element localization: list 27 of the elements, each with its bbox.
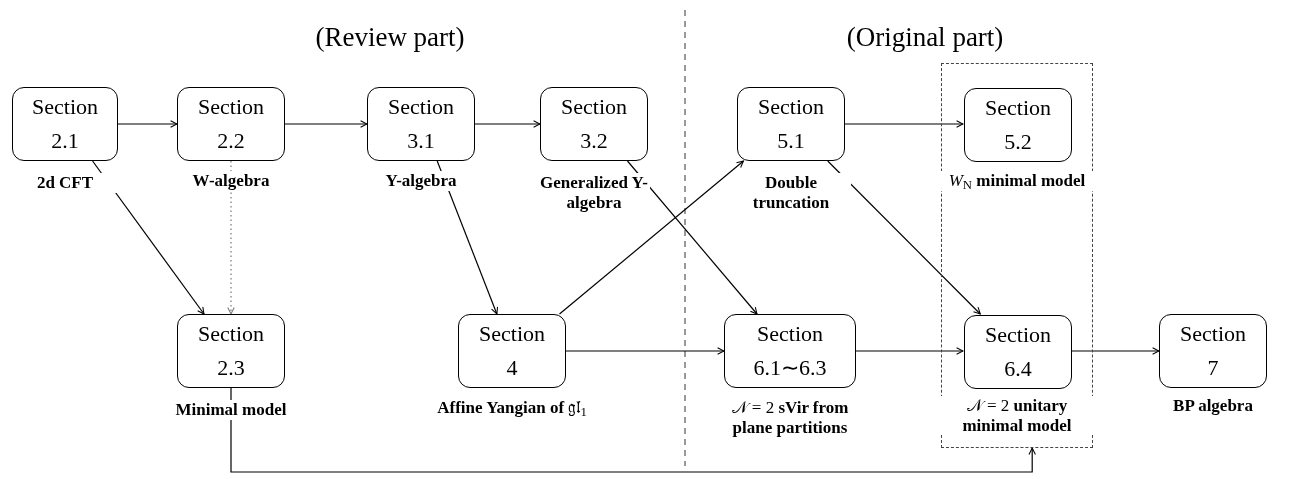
- section-heading: (Original part): [846, 21, 1004, 54]
- topic-caption: 𝒩 = 2 unitary minimal model: [941, 396, 1093, 436]
- section-box: Section 2.2: [177, 87, 285, 161]
- section-box: Section 7: [1159, 314, 1267, 388]
- arrow: [844, 120, 964, 128]
- section-box: Section 3.1: [367, 87, 475, 161]
- arrow: [565, 347, 725, 355]
- section-box: Section 5.2: [964, 88, 1072, 162]
- section-box: Section 5.1: [737, 87, 845, 161]
- section-box: Section 6.4: [964, 315, 1072, 389]
- arrow: [284, 120, 368, 128]
- arrow: [227, 160, 235, 315]
- arrow: [1070, 347, 1160, 355]
- section-box: Section 3.2: [540, 87, 648, 161]
- arrow: [474, 120, 541, 128]
- arrow: [117, 120, 178, 128]
- topic-caption: Generalized Y-algebra: [538, 173, 650, 213]
- section-box: Section 4: [458, 314, 566, 388]
- arrow: [558, 160, 745, 315]
- arrow: [230, 387, 1036, 473]
- section-box: Section 6.1∼6.3: [724, 314, 856, 388]
- section-box: Section 2.1: [12, 87, 118, 161]
- arrow: [855, 347, 964, 355]
- section-box: Section 2.3: [177, 314, 285, 388]
- arrow: [827, 160, 981, 315]
- arrow: [626, 160, 758, 315]
- section-heading: (Review part): [315, 21, 465, 54]
